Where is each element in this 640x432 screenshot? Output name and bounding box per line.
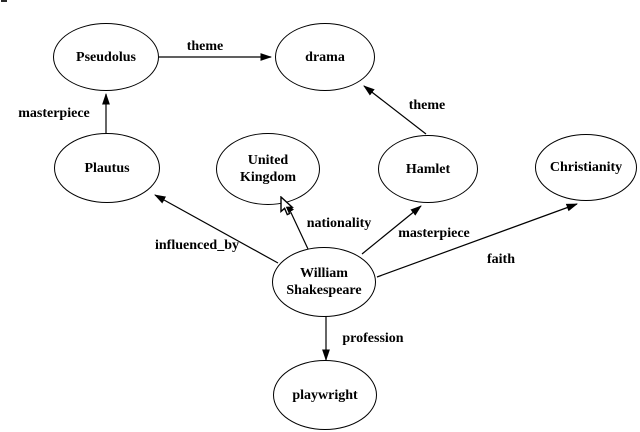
node-william-shakespeare: William Shakespeare [272, 247, 376, 317]
node-label-william-shakespeare: William Shakespeare [286, 266, 362, 298]
edge-hamlet-drama-theme [363, 85, 427, 135]
node-playwright: playwright [273, 360, 377, 430]
node-label-playwright: playwright [292, 387, 358, 403]
edge-label-theme-hamlet-drama: theme [408, 98, 446, 113]
node-label-united-kingdom: United Kingdom [239, 153, 296, 185]
node-plautus: Plautus [54, 133, 160, 203]
edge-label-masterpiece-plautus: masterpiece [18, 106, 90, 121]
node-label-plautus: Plautus [84, 160, 130, 176]
edge-ws-hamlet-masterpiece [361, 205, 422, 255]
node-label-pseudolus: Pseudolus [76, 49, 136, 65]
edge-label-nationality: nationality [306, 216, 372, 231]
node-united-kingdom: United Kingdom [216, 133, 320, 205]
corner-artifact [1, 0, 7, 2]
edge-label-faith: faith [487, 252, 515, 267]
edge-label-masterpiece-hamlet: masterpiece [398, 226, 470, 241]
edge-ws-uk-nationality [285, 201, 309, 250]
node-label-christianity: Christianity [549, 160, 623, 175]
edge-ws-plautus-influenced-by [154, 194, 279, 264]
node-hamlet: Hamlet [378, 135, 478, 203]
node-christianity: Christianity [535, 134, 637, 201]
node-label-drama: drama [305, 49, 345, 65]
edge-ws-christianity-faith [376, 203, 578, 278]
edge-label-influenced-by: influenced_by [154, 238, 240, 253]
node-pseudolus: Pseudolus [53, 23, 159, 91]
node-label-hamlet: Hamlet [405, 161, 451, 177]
edge-label-theme-pseudolus-drama: theme [186, 39, 224, 54]
node-drama: drama [275, 23, 375, 91]
edge-label-profession: profession [342, 331, 404, 346]
